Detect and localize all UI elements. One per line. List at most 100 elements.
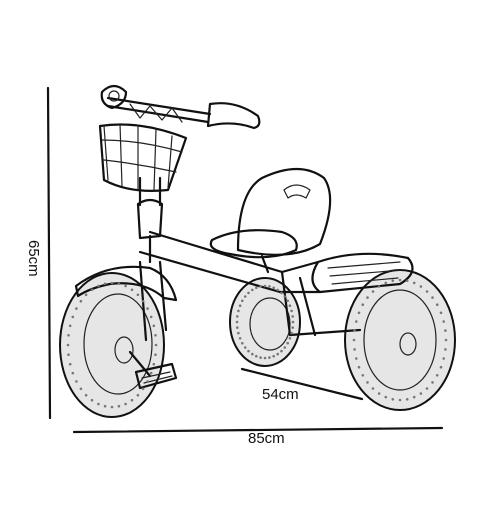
tread-dot <box>130 398 134 402</box>
tread-dot <box>79 299 83 303</box>
tread-dot <box>290 309 293 313</box>
tread-dot <box>68 324 72 328</box>
tread-dot <box>405 398 409 401</box>
tread-dot <box>291 320 295 324</box>
tread-dot <box>268 285 271 288</box>
tread-dot <box>398 278 402 282</box>
tread-dot <box>251 288 254 292</box>
tread-dot <box>90 398 94 402</box>
tread-dot <box>154 334 157 337</box>
depth-dimension-line <box>240 367 364 401</box>
tread-dot <box>366 296 369 299</box>
tread-dot <box>117 404 121 408</box>
tread-dot <box>75 380 78 383</box>
tread-dot <box>391 398 395 401</box>
tread-dot <box>272 286 276 290</box>
tread-dot <box>444 338 448 342</box>
tread-dot <box>243 295 247 298</box>
tread-dot <box>97 284 100 288</box>
tread-dot <box>141 299 145 303</box>
tread-dot <box>110 281 114 285</box>
width-dimension-line <box>72 426 444 434</box>
tread-dot <box>71 315 75 319</box>
tread-dot <box>259 285 262 288</box>
tread-dot <box>355 357 358 360</box>
front-fender <box>74 265 178 302</box>
tread-dot <box>149 315 153 319</box>
tread-dot <box>238 304 242 308</box>
depth-label: 54cm <box>262 386 299 403</box>
front-basket <box>98 123 188 192</box>
tread-dot <box>357 311 361 315</box>
tread-dot <box>136 293 140 297</box>
tread-dot <box>247 349 250 353</box>
tread-dot <box>146 380 149 383</box>
rear-right-wheel <box>344 269 456 411</box>
rear-deck-grille <box>327 261 403 285</box>
seat <box>209 168 332 274</box>
tread-dot <box>286 299 290 303</box>
tread-dot <box>276 352 280 356</box>
tread-dot <box>152 324 156 328</box>
tread-dot <box>110 405 114 409</box>
tread-dot <box>241 341 244 345</box>
tread-dot <box>90 288 94 292</box>
tire-tread <box>66 278 448 409</box>
tread-dot <box>384 395 388 399</box>
tread-dot <box>419 285 423 288</box>
tread-dot <box>124 284 127 288</box>
tread-dot <box>398 398 402 402</box>
tread-dot <box>71 371 75 375</box>
tread-dot <box>442 320 446 323</box>
tread-dot <box>280 291 283 295</box>
tread-dot <box>146 307 149 310</box>
rear-axle <box>288 328 362 337</box>
tread-dot <box>361 374 365 377</box>
tread-dot <box>243 346 247 349</box>
handlebar <box>100 84 261 130</box>
tread-dot <box>103 404 107 408</box>
tread-dot <box>154 343 158 347</box>
tread-dot <box>431 381 434 384</box>
tread-dot <box>97 402 100 406</box>
tread-dot <box>263 284 267 288</box>
tread-dot <box>283 346 287 349</box>
tread-dot <box>291 315 295 318</box>
tread-dot <box>68 362 72 366</box>
tread-dot <box>384 281 388 285</box>
tread-dot <box>352 338 356 342</box>
tread-dot <box>412 281 416 285</box>
tread-dot <box>405 279 409 283</box>
tread-dot <box>431 296 434 299</box>
tread-dot <box>235 320 239 324</box>
tread-dot <box>391 279 395 283</box>
tread-dot <box>371 290 375 293</box>
tread-dot <box>291 326 295 329</box>
tread-dot <box>444 329 447 332</box>
tread-dot <box>79 387 83 391</box>
tread-dot <box>141 387 145 391</box>
tread-dot <box>444 348 447 351</box>
rear-deck <box>311 252 414 294</box>
tread-dot <box>152 362 156 366</box>
tread-dot <box>412 395 416 399</box>
height-label: 65cm <box>25 240 42 277</box>
frame-rear-struts <box>280 270 317 337</box>
width-label: 85cm <box>248 430 285 447</box>
tread-dot <box>75 307 78 310</box>
frame-bottom-tube <box>138 250 282 294</box>
tread-dot <box>236 326 239 329</box>
tread-dot <box>241 299 244 303</box>
tread-dot <box>366 381 369 384</box>
tread-dot <box>254 354 258 358</box>
tread-dot <box>66 343 70 347</box>
front-wheel <box>59 272 165 418</box>
tread-dot <box>355 320 358 323</box>
tread-dot <box>272 354 276 358</box>
rear-left-wheel <box>229 277 301 367</box>
tread-dot <box>254 286 258 290</box>
tread-dot <box>276 288 280 292</box>
tread-dot <box>84 393 88 397</box>
